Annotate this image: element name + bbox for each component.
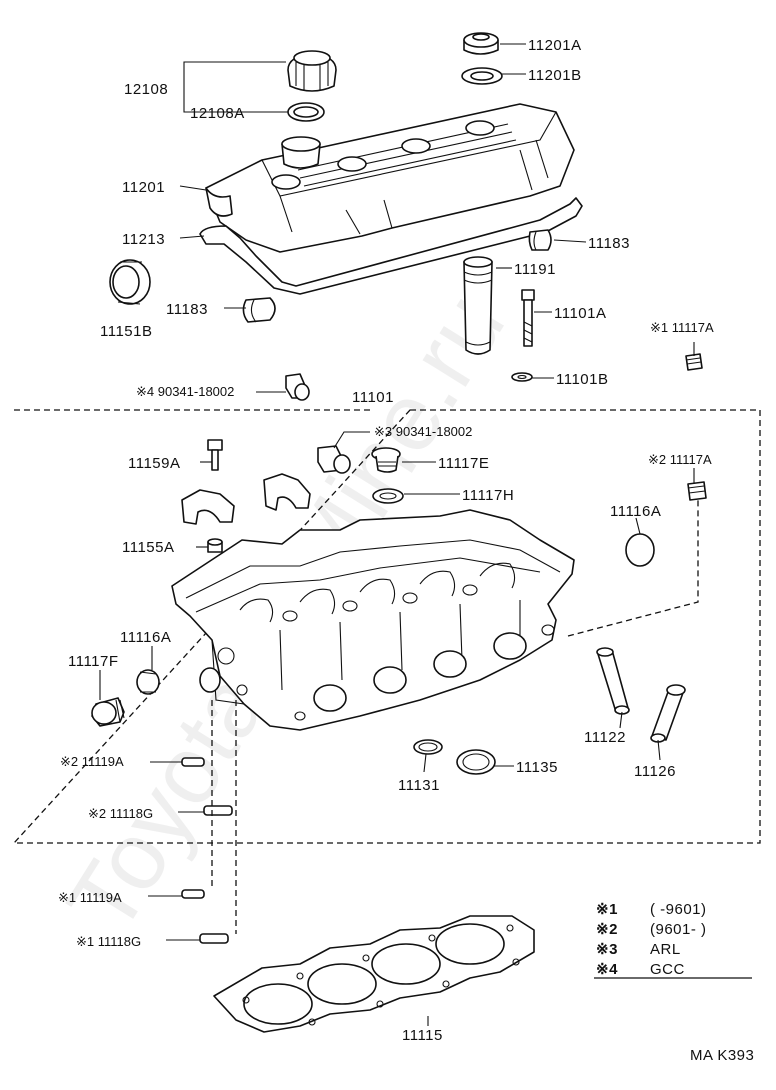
cylinder-head[interactable] [171,509,575,731]
label-11201b[interactable]: 11201B [528,67,582,84]
label-11155a[interactable]: 11155A [122,539,175,556]
plug-90341-arl[interactable] [317,445,351,474]
spark-plug-tube[interactable] [463,256,493,355]
pin-11155a[interactable] [207,538,223,553]
expansion-plug-left[interactable] [136,669,160,695]
gasket-11117h[interactable] [372,488,404,504]
cylinder-head-group-outline [12,409,761,844]
label-11159a[interactable]: 11159A [128,455,181,472]
label-11131[interactable]: 11131 [398,777,440,794]
label-11183-right[interactable]: 11183 [588,235,630,252]
label-12108a[interactable]: 12108A [190,105,245,122]
camshaft-bearing-cap-right[interactable] [263,473,311,511]
label-11101[interactable]: 11101 [352,389,394,406]
label-11119a-2[interactable]: ※2 11119A [60,754,124,769]
label-11116a-left[interactable]: 11116A [120,629,171,646]
label-11116a-right[interactable]: 11116A [610,503,661,520]
legend-text-4: GCC [650,961,685,978]
label-11201a[interactable]: 11201A [528,37,582,54]
guide-11126[interactable] [650,684,686,743]
plug-11117a-bottom[interactable] [687,481,707,501]
legend-text-2: (9601- ) [650,921,707,938]
straight-pin-11119a-2[interactable] [181,757,205,767]
cover-washer-11201b[interactable] [461,67,503,85]
cylinder-head-gasket[interactable] [213,915,535,1033]
label-11117h[interactable]: 11117H [462,487,514,504]
legend: ※1 ( -9601) ※2 (9601- ) ※3 ARL ※4 GCC [594,901,752,979]
label-11115[interactable]: 11115 [402,1027,443,1044]
guide-dash-line [567,500,699,637]
label-11117f[interactable]: 11117F [68,653,119,670]
label-11191[interactable]: 11191 [514,261,556,278]
label-11117a-1[interactable]: ※1 11117A [650,320,714,335]
label-11151b[interactable]: 11151B [100,323,153,340]
expansion-plug-right[interactable] [625,533,655,567]
plug-90341-gcc[interactable] [285,373,310,401]
diagram-code: MA K393 [690,1047,754,1064]
label-11101a[interactable]: 11101A [554,305,607,322]
straight-pin-11119a-1[interactable] [181,889,205,899]
label-11119a-1[interactable]: ※1 11119A [58,890,122,905]
plug-11117a-top[interactable] [685,353,703,371]
label-11122[interactable]: 11122 [584,729,626,746]
label-11183-left[interactable]: 11183 [166,301,208,318]
gasket-11135[interactable] [456,749,496,775]
label-11135[interactable]: 11135 [516,759,558,776]
cylinder-head-cover-gasket[interactable] [199,197,583,295]
part-labels: 12108 12108A 11201A 11201B 11201 11213 1… [58,37,714,1044]
half-moon-seal-right[interactable] [528,229,552,251]
plug-11117e[interactable] [371,447,401,473]
label-11117e[interactable]: 11117E [438,455,489,472]
label-11118g-2[interactable]: ※2 11118G [88,806,153,821]
label-90341-arl[interactable]: ※3 90341-18002 [374,424,472,439]
label-11201[interactable]: 11201 [122,179,165,196]
oil-filler-cap[interactable] [287,50,337,92]
cylinder-head-cover[interactable] [205,103,575,253]
legend-text-1: ( -9601) [650,901,707,918]
cover-stud-bolt[interactable] [521,289,535,347]
label-11213[interactable]: 11213 [122,231,165,248]
legend-mark-1: ※1 [596,901,618,918]
label-12108[interactable]: 12108 [124,81,168,98]
legend-mark-4: ※4 [596,961,618,978]
leader-lines [99,43,695,1026]
label-11117a-2[interactable]: ※2 11117A [648,452,712,467]
gasket-11131[interactable] [413,739,443,755]
oil-filler-cap-gasket[interactable] [287,102,325,122]
label-11118g-1[interactable]: ※1 11118G [76,934,141,949]
ring-dowel-11118g-2[interactable] [203,805,233,816]
cover-nut-11201a[interactable] [463,32,499,55]
half-moon-seal-left[interactable] [242,297,276,323]
label-11126[interactable]: 11126 [634,763,676,780]
stud-washer[interactable] [511,372,533,382]
camshaft-bearing-cap-left[interactable] [181,489,235,525]
label-90341-gcc[interactable]: ※4 90341-18002 [136,384,234,399]
ring-dowel-11118g-1[interactable] [199,933,229,944]
legend-mark-2: ※2 [596,921,618,938]
guide-11122[interactable] [596,647,630,715]
plug-11117f[interactable] [91,697,125,727]
label-11101b[interactable]: 11101B [556,371,609,388]
bolt-11159a[interactable] [207,439,223,471]
legend-text-3: ARL [650,941,681,958]
camshaft-oil-seal[interactable] [109,259,151,305]
legend-mark-3: ※3 [596,941,618,958]
